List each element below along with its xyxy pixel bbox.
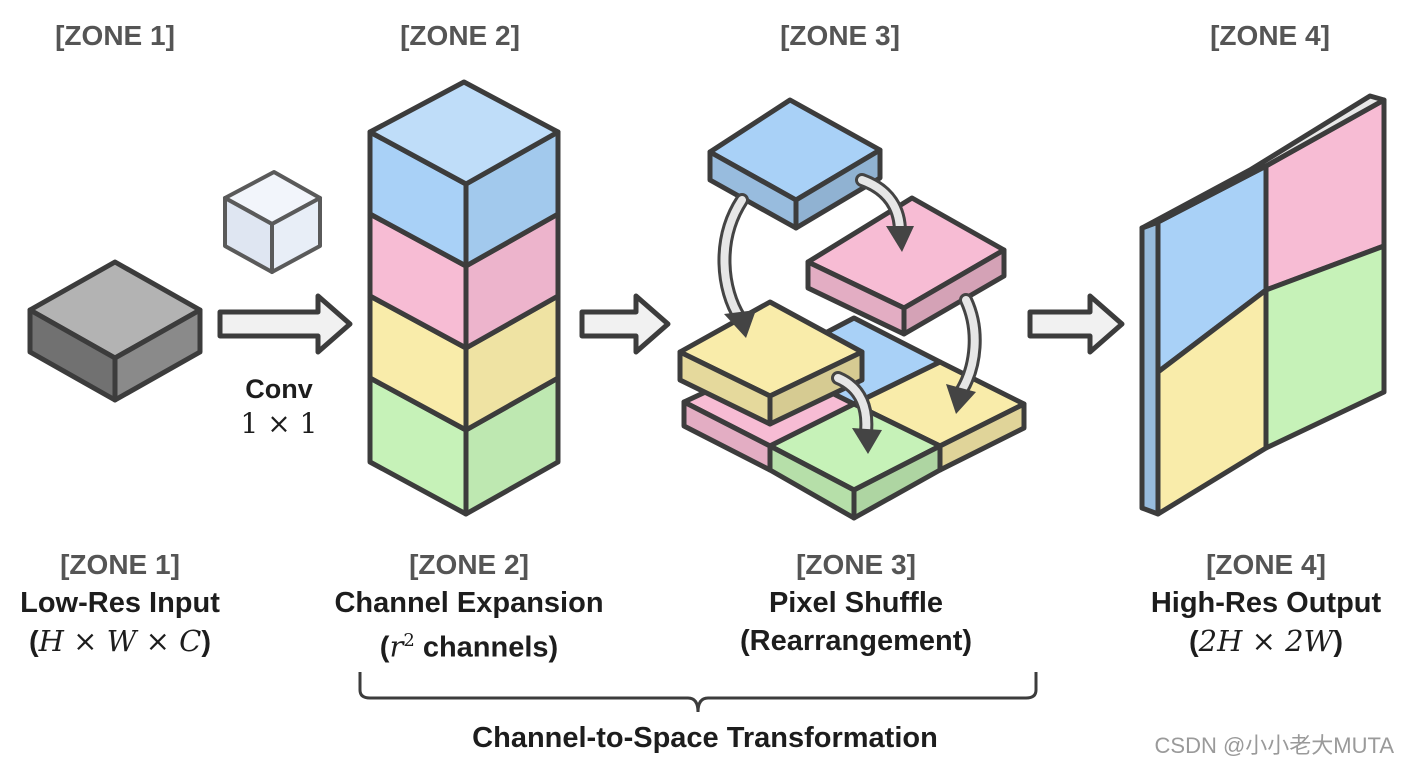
zone-2-title: Channel Expansion	[334, 587, 604, 619]
zone-1-label: [ZONE 1]	[60, 549, 180, 580]
zone-4-math: 2H × 2W	[1198, 624, 1334, 658]
zone-3-subtitle: (Rearrangement)	[739, 625, 973, 657]
conv-label: Conv 1 × 1	[214, 372, 344, 442]
zone-1-title: Low-Res Input	[20, 587, 220, 619]
zone-4-title: High-Res Output	[1150, 587, 1382, 619]
zone-2-math-var: r	[389, 629, 404, 664]
transform-brace	[358, 672, 1038, 713]
zone-1-header: [ZONE 1]	[55, 20, 175, 51]
zone-4-header: [ZONE 4]	[1210, 20, 1330, 51]
zone-4-dimensions: (2H × 2W)	[1188, 624, 1344, 658]
conv-kernel-cube	[223, 170, 322, 274]
arrow-1	[217, 293, 353, 355]
zone-2-math-rest: channels	[414, 631, 549, 664]
zone-1-caption: [ZONE 1] Low-Res Input (H × W × C)	[0, 546, 300, 661]
zone-2-caption: [ZONE 2] Channel Expansion (r2 channels)	[289, 546, 649, 667]
watermark: CSDN @小小老大MUTA	[1154, 733, 1394, 758]
zone-2-math-sup: 2	[403, 630, 415, 651]
zone-2-label: [ZONE 2]	[409, 549, 529, 580]
conv-kernel-size: 1 × 1	[240, 407, 318, 440]
arrow-3	[1027, 293, 1125, 355]
transform-label: Channel-to-Space Transformation	[472, 722, 938, 754]
high-res-output-panel	[1139, 93, 1387, 517]
zone-2-channels: (r2 channels)	[379, 629, 559, 664]
zone-2-header: [ZONE 2]	[400, 20, 520, 51]
arrow-2	[579, 293, 671, 355]
zone-3-caption: [ZONE 3] Pixel Shuffle (Rearrangement)	[676, 546, 1036, 660]
zone-4-label: [ZONE 4]	[1206, 549, 1326, 580]
shuffle-arrows	[717, 173, 982, 454]
zone-3-header: [ZONE 3]	[780, 20, 900, 51]
conv-title: Conv	[245, 374, 313, 404]
low-res-input-block	[27, 259, 203, 403]
zone-3-label: [ZONE 3]	[796, 549, 916, 580]
pixel-shuffle-assembly	[677, 97, 1027, 521]
zone-1-dimensions: (H × W × C)	[28, 624, 212, 658]
zone-3-title: Pixel Shuffle	[768, 587, 944, 619]
zone-1-math: H × W × C	[38, 624, 202, 658]
channel-expansion-tower	[367, 79, 561, 517]
zone-4-caption: [ZONE 4] High-Res Output (2H × 2W)	[1086, 546, 1408, 661]
